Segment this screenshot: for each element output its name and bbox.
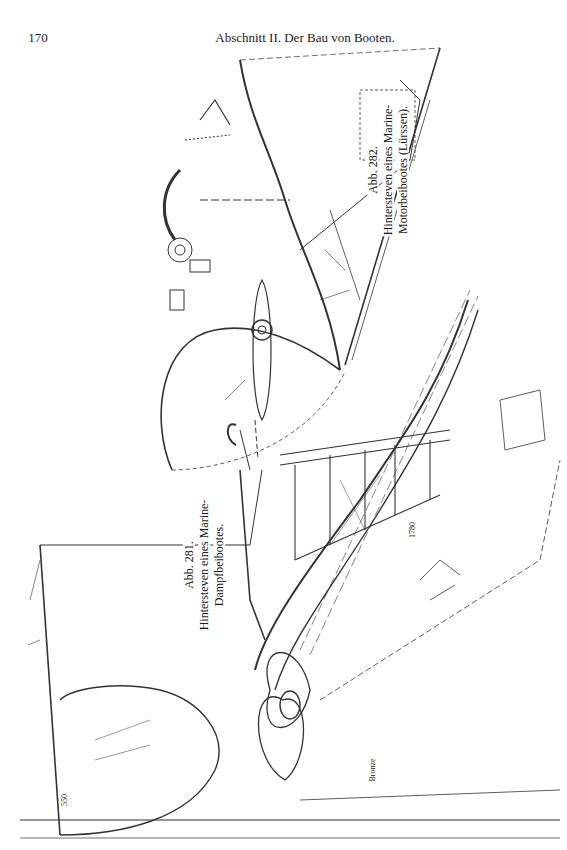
figure-caption: Hintersteven eines Marine- <box>198 499 210 632</box>
dimension: 550 <box>61 793 69 807</box>
figure-caption: Abb. 281. <box>183 540 195 590</box>
dimension: 1780 <box>409 521 417 539</box>
figure-caption: Hintersteven eines Marine- <box>382 104 394 237</box>
page-number: 170 <box>28 31 48 44</box>
figure-caption: Dampfbeibootes. <box>213 523 225 607</box>
figure-caption: Motorbeibootes (Lürssen). <box>397 105 409 235</box>
figure-caption: Abb. 282. <box>367 145 379 195</box>
running-head: Abschnitt II. Der Bau von Booten. <box>215 31 394 44</box>
fig-282-drawing <box>161 48 440 470</box>
material-note: Bronze <box>369 757 377 782</box>
fig-281-drawing <box>20 290 560 838</box>
